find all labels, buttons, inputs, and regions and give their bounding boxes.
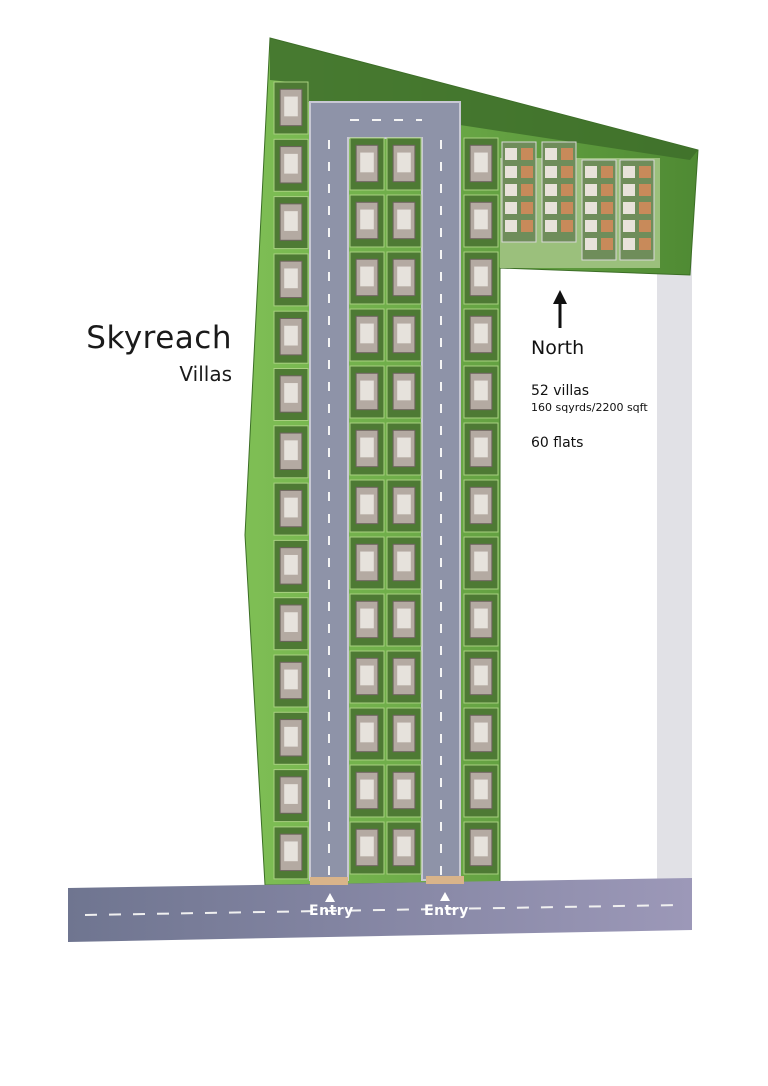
villa-plot — [349, 707, 385, 761]
villa-plot — [273, 425, 309, 479]
villa-plot — [386, 764, 422, 818]
villa-plot — [273, 539, 309, 593]
villa-plot — [386, 308, 422, 362]
villa-plot — [273, 368, 309, 421]
villa-plot — [273, 253, 309, 307]
villa-plot — [349, 764, 385, 818]
villa-plot — [463, 479, 499, 533]
villa-plot — [273, 310, 309, 364]
flat-count: 60 flats — [531, 435, 584, 451]
villa-plot — [463, 137, 499, 191]
villa-plot — [386, 707, 422, 761]
north-label: North — [531, 337, 585, 359]
villa-plot — [386, 479, 422, 533]
villa-plot — [273, 826, 309, 880]
flat-block — [619, 159, 655, 261]
villa-plot — [349, 593, 385, 647]
villa-plot — [386, 137, 422, 191]
gate-east — [426, 876, 464, 884]
entry-arrow-icon — [325, 893, 335, 902]
villa-plot — [273, 769, 309, 823]
entry-label-east: Entry — [424, 903, 469, 919]
project-subtitle: Villas — [179, 362, 232, 386]
villa-plot — [273, 482, 309, 536]
villa-plot — [386, 422, 422, 476]
villa-plot — [386, 194, 422, 248]
villa-plot — [463, 251, 499, 305]
villa-plot — [463, 365, 499, 419]
villa-size: 160 sqyrds/2200 sqft — [531, 401, 648, 414]
villa-plot — [273, 711, 309, 765]
villa-plot — [463, 821, 499, 875]
villa-plot — [463, 308, 499, 362]
villa-plot — [386, 365, 422, 419]
villa-plot — [349, 536, 385, 590]
project-name: Skyreach — [86, 320, 232, 356]
flat-block — [501, 141, 537, 243]
villa-plots — [273, 81, 499, 880]
villa-plot — [273, 597, 309, 651]
villa-plot — [463, 422, 499, 476]
villa-plot — [386, 821, 422, 875]
villa-plot — [386, 593, 422, 647]
villa-plot — [349, 821, 385, 875]
villa-plot — [349, 251, 385, 305]
villa-plot — [273, 81, 309, 135]
villa-plot — [386, 650, 422, 704]
entry-label-west: Entry — [309, 903, 354, 919]
villa-plot — [349, 365, 385, 419]
flat-block — [541, 141, 577, 243]
villa-count: 52 villas — [531, 383, 590, 399]
north-arrow-icon — [553, 290, 567, 328]
villa-plot — [349, 479, 385, 533]
villa-plot — [273, 654, 309, 708]
villa-plot — [463, 194, 499, 248]
gate-west — [310, 877, 348, 885]
villa-plot — [349, 650, 385, 704]
villa-plot — [463, 593, 499, 647]
entry-arrow-icon — [440, 892, 450, 901]
villa-plot — [463, 707, 499, 761]
villa-plot — [273, 138, 309, 192]
villa-plot — [273, 196, 309, 250]
north-garden — [270, 38, 698, 160]
villa-plot — [463, 650, 499, 704]
villa-plot — [349, 137, 385, 191]
villa-plot — [463, 536, 499, 590]
villa-plot — [386, 536, 422, 590]
flat-block — [581, 159, 617, 261]
villa-plot — [349, 194, 385, 248]
flat-blocks — [501, 141, 655, 261]
villa-plot — [386, 251, 422, 305]
main-road-marking — [84, 904, 681, 916]
side-path — [657, 250, 692, 882]
villa-plot — [463, 764, 499, 818]
villa-plot — [349, 422, 385, 476]
villa-plot — [349, 308, 385, 362]
